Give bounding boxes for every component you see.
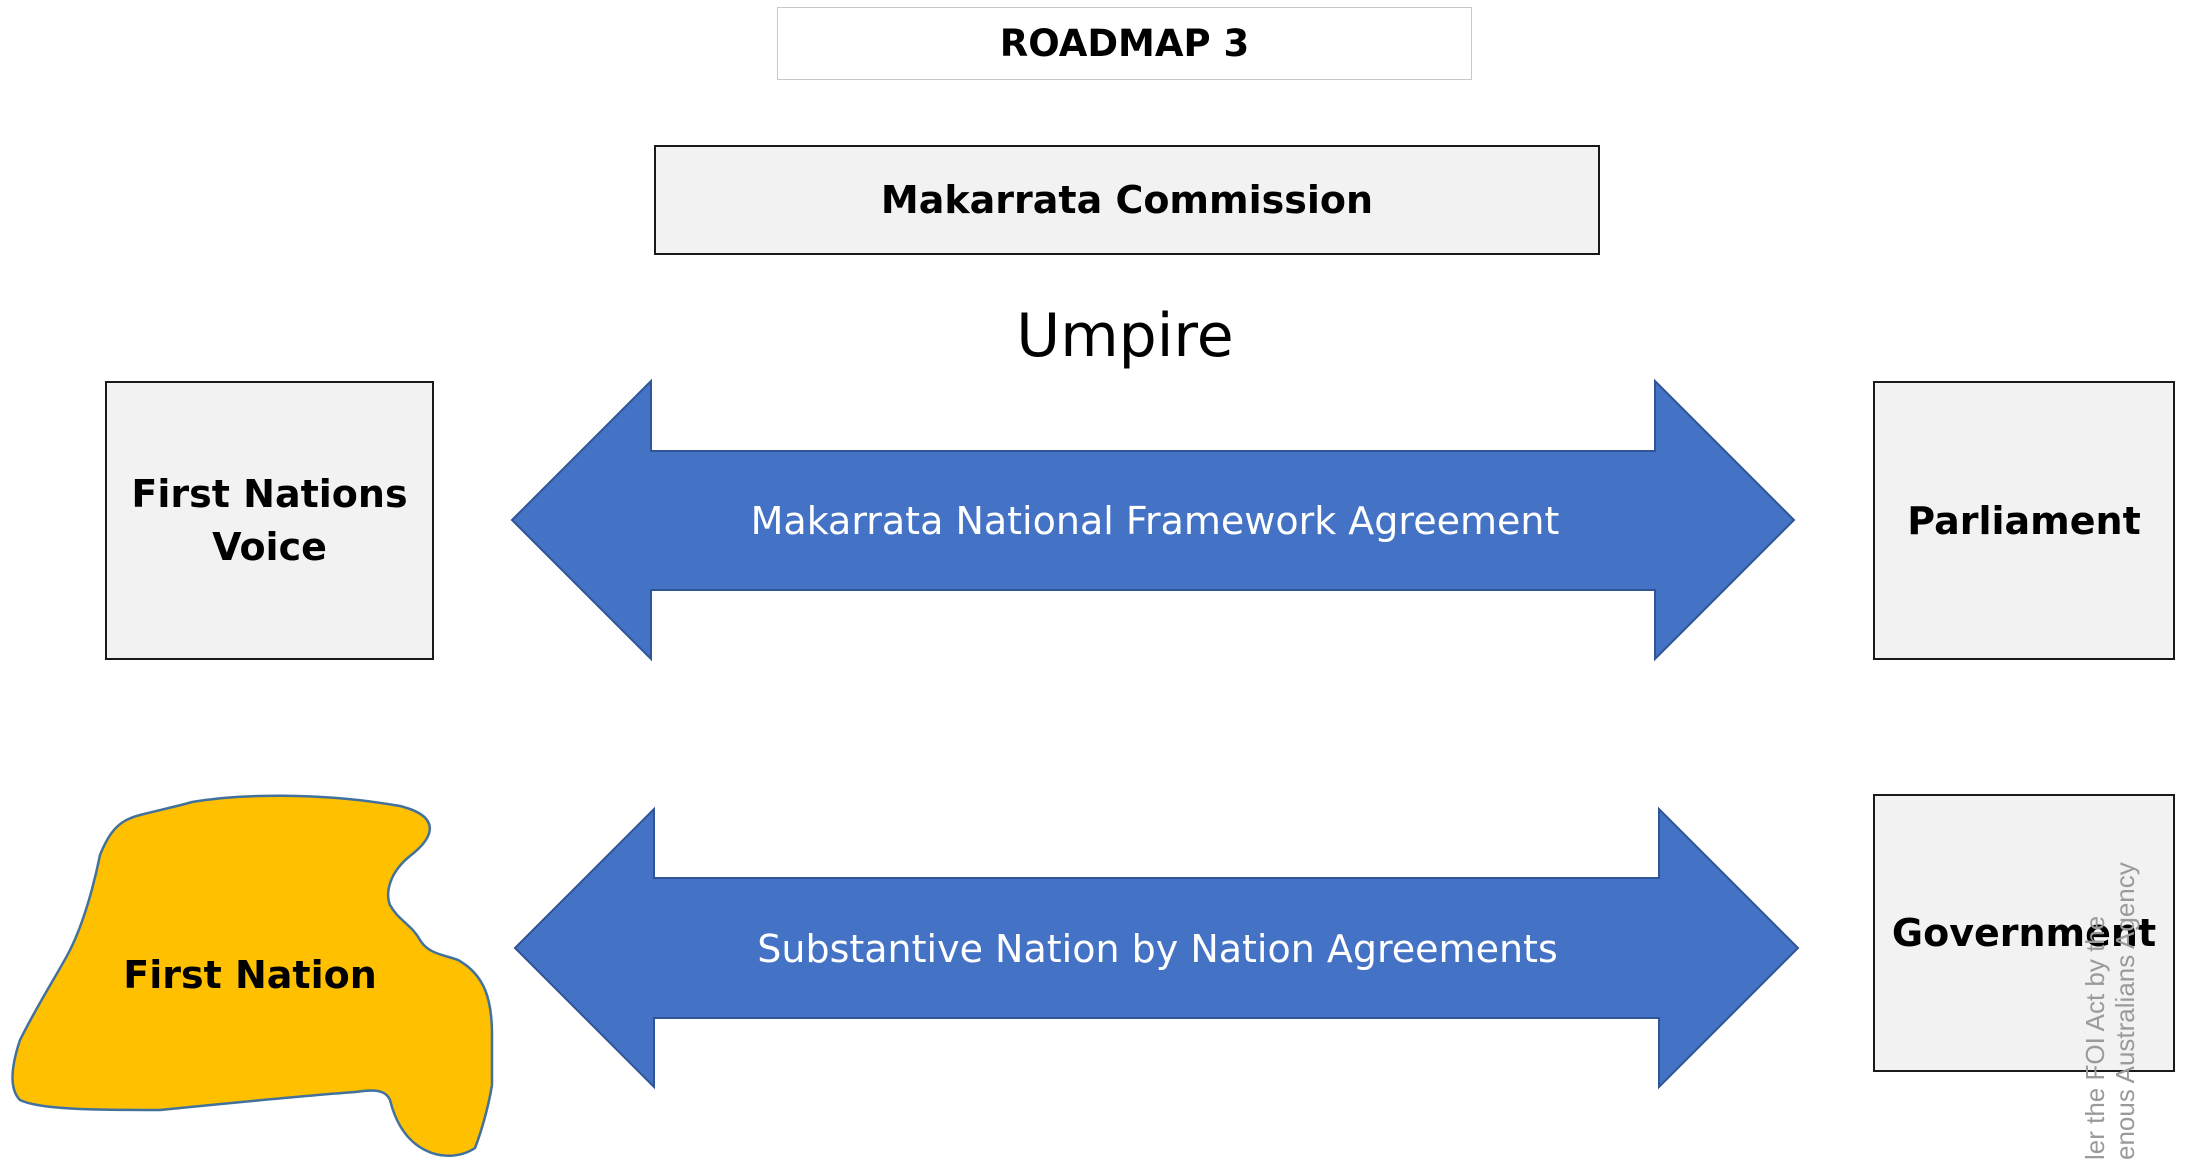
voice-label-line-1: First Nations [131, 471, 408, 516]
title-box: ROADMAP 3 [777, 7, 1472, 80]
watermark-line-2: enous Australians Agency [2110, 862, 2140, 1160]
watermark-line-1: ler the FOI Act by the [2080, 915, 2110, 1160]
parliament-label: Parliament [1907, 498, 2141, 543]
nation-agreements-arrow [513, 806, 1800, 1090]
framework-agreement-arrow [510, 378, 1796, 662]
first-nations-voice-box: First Nations Voice [105, 381, 434, 660]
umpire-label: Umpire [1016, 301, 1234, 371]
voice-label-line-2: Voice [212, 524, 327, 569]
parliament-box: Parliament [1873, 381, 2175, 660]
foi-watermark: ler the FOI Act by the enous Australians… [2080, 862, 2140, 1160]
makarrata-commission-box: Makarrata Commission [654, 145, 1600, 255]
government-label: Government [1891, 911, 2157, 955]
first-nation-shape [11, 794, 494, 1157]
nation-agreements-label: Substantive Nation by Nation Agreements [757, 927, 1558, 971]
framework-agreement-label: Makarrata National Framework Agreement [750, 499, 1560, 543]
first-nation-label: First Nation [123, 953, 377, 997]
commission-label: Makarrata Commission [880, 178, 1374, 222]
roadmap-title: ROADMAP 3 [999, 22, 1250, 65]
government-box: Government [1873, 794, 2175, 1072]
